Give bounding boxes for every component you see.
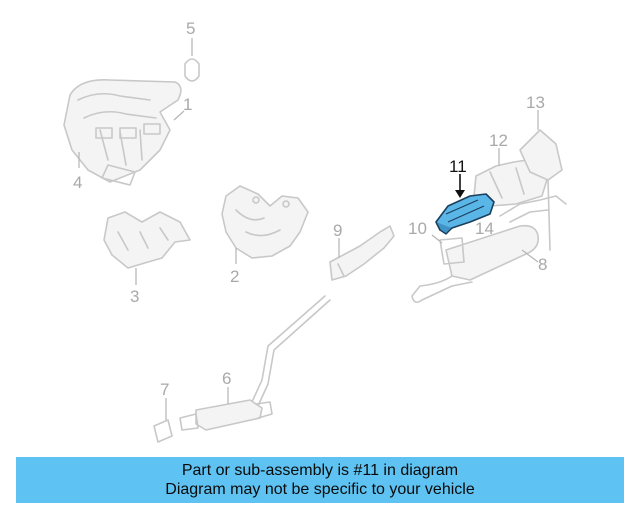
callout-7: 7: [160, 380, 169, 399]
callout-11[interactable]: 11: [449, 157, 467, 176]
part-1-exhaust-manifold[interactable]: [63, 78, 185, 186]
callout-3: 3: [130, 287, 139, 306]
callout-4: 4: [73, 173, 82, 192]
banner-line-disclaimer: Diagram may not be specific to your vehi…: [165, 481, 475, 498]
part-10-hanger[interactable]: [431, 234, 465, 265]
part-8-muffler[interactable]: [411, 195, 567, 304]
callout-13: 13: [526, 93, 545, 112]
callout-1: 1: [183, 95, 192, 114]
banner-line-part-number: Part or sub-assembly is #11 in diagram: [181, 462, 459, 479]
callout-6: 6: [222, 369, 231, 388]
part-5-gasket[interactable]: [184, 38, 200, 82]
part-6-catalytic-converter-pipe[interactable]: [179, 295, 331, 431]
callout-12: 12: [489, 131, 508, 150]
callout-8: 8: [538, 255, 547, 274]
callout-10: 10: [408, 219, 427, 238]
callout-2: 2: [230, 267, 239, 286]
part-11-heat-shield-highlighted[interactable]: [435, 174, 495, 235]
part-7-gasket[interactable]: [153, 398, 173, 443]
part-2-heat-shield[interactable]: [221, 185, 309, 264]
info-banner: Part or sub-assembly is #11 in diagram D…: [16, 457, 624, 503]
callout-5: 5: [186, 19, 195, 38]
part-9-bracket[interactable]: [329, 225, 395, 281]
part-13-bracket[interactable]: [519, 110, 563, 251]
callout-14: 14: [475, 219, 494, 238]
part-3-heat-shield[interactable]: [103, 211, 191, 285]
callout-9: 9: [333, 221, 342, 240]
